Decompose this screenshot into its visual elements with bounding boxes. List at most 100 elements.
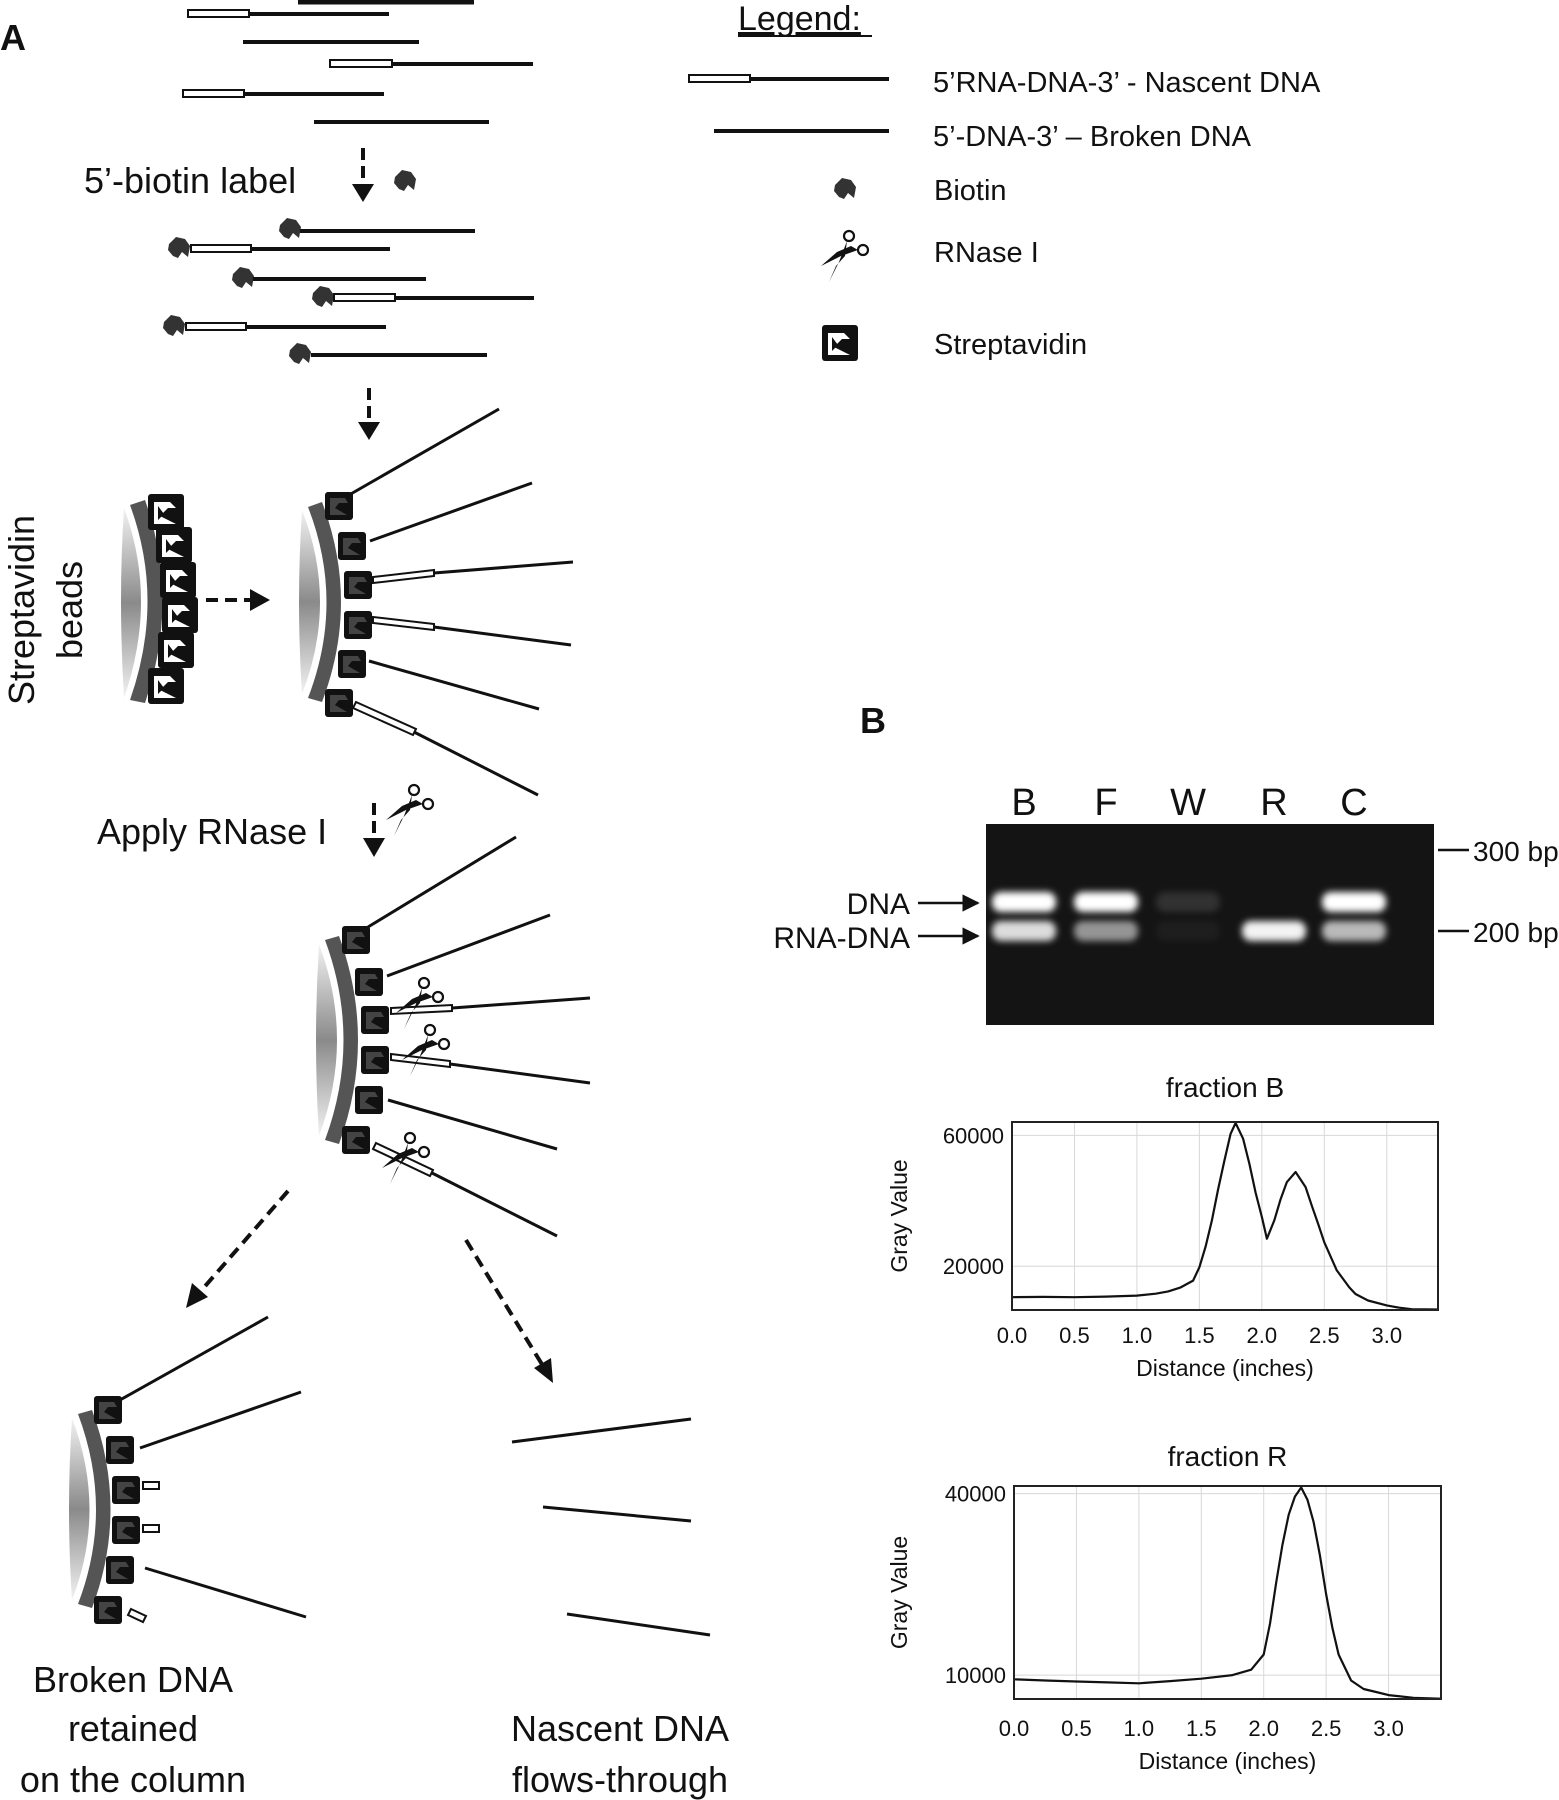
dna-strand xyxy=(433,625,572,647)
agarose-gel xyxy=(986,824,1434,1025)
panel-b-label: B xyxy=(860,700,886,741)
scissors-icon xyxy=(819,229,870,284)
x-tick-label: 1.0 xyxy=(1124,1716,1155,1741)
biotin-step-arrow xyxy=(352,148,374,202)
x-tick-label: 0.5 xyxy=(1059,1323,1090,1348)
gel-band-B-dna xyxy=(992,892,1056,912)
dna-strand xyxy=(511,1417,692,1444)
streptavidin-icon xyxy=(822,325,858,361)
beads-label-line2: beads xyxy=(49,561,90,659)
x-tick-label: 1.5 xyxy=(1186,1716,1217,1741)
rna-segment xyxy=(187,9,250,18)
rna-segment xyxy=(372,615,435,632)
biotin-icon xyxy=(289,343,311,364)
x-tick-label: 2.0 xyxy=(1248,1716,1279,1741)
biotin-icon xyxy=(279,218,301,239)
gel-lane-label: B xyxy=(1011,782,1036,824)
dna-strand xyxy=(139,1390,302,1450)
rnase-step-label: Apply RNase I xyxy=(97,811,327,852)
streptavidin-bead-digestion xyxy=(316,835,591,1238)
rna-stub xyxy=(126,1607,148,1624)
flow-through-caption-line2: flows-through xyxy=(512,1759,728,1800)
x-tick-label: 1.0 xyxy=(1122,1323,1153,1348)
rna-segment xyxy=(333,293,396,302)
y-tick-label: 40000 xyxy=(945,1482,1006,1507)
retained-caption-line1: Broken DNA xyxy=(33,1659,233,1700)
x-tick-label: 0.5 xyxy=(1061,1716,1092,1741)
gel-band-labels: DNA RNA-DNA xyxy=(773,888,980,955)
gel-band-F-rna_dna xyxy=(1074,921,1138,941)
legend: Legend: 5’RNA-DNA-3’ - Nascent DNA 5’-DN… xyxy=(688,0,1321,361)
y-axis-label: Gray Value xyxy=(886,1536,912,1649)
dna-band-label: DNA xyxy=(847,888,910,921)
gel-band-R-rna_dna xyxy=(1242,921,1306,941)
scissors-icon xyxy=(394,976,445,1031)
legend-label-biotin: Biotin xyxy=(934,175,1007,207)
profile-curve xyxy=(1011,1121,1439,1311)
legend-label-broken: 5’-DNA-3’ – Broken DNA xyxy=(933,121,1252,153)
streptavidin-bead-empty xyxy=(121,494,198,704)
dna-strand xyxy=(542,1505,692,1523)
biotin-icon xyxy=(232,267,254,288)
plot-frame xyxy=(1013,1485,1442,1700)
y-tick-label: 10000 xyxy=(945,1663,1006,1688)
legend-title: Legend: xyxy=(738,0,861,38)
gel-lane-label: C xyxy=(1340,782,1367,824)
rnase-step-arrow xyxy=(363,803,385,857)
plot-title: fraction R xyxy=(1168,1441,1288,1472)
gel-band-W-rna_dna xyxy=(1156,921,1220,941)
initial-strands xyxy=(182,0,533,124)
dna-strand xyxy=(451,996,591,1010)
flow-through-arrow xyxy=(464,1238,553,1383)
y-tick-label: 60000 xyxy=(943,1123,1004,1148)
x-axis-label: Distance (inches) xyxy=(1139,1748,1317,1774)
dna-strand xyxy=(119,1315,269,1402)
x-tick-label: 1.5 xyxy=(1184,1323,1215,1348)
legend-label-nascent: 5’RNA-DNA-3’ - Nascent DNA xyxy=(933,67,1321,99)
beads-label: Streptavidin beads xyxy=(1,515,90,705)
flow-through-caption: Nascent DNA flows-through xyxy=(511,1708,729,1800)
legend-label-rnase: RNase I xyxy=(934,237,1039,269)
retained-caption-line2: retained xyxy=(68,1708,198,1749)
rna-stub xyxy=(142,1481,160,1490)
y-tick-label: 20000 xyxy=(943,1254,1004,1279)
streptavidin-bead-retained xyxy=(69,1315,307,1624)
rna-dna-strand-icon xyxy=(688,74,889,83)
y-axis-label: Gray Value xyxy=(886,1159,912,1272)
gel-band-C-rna_dna xyxy=(1322,921,1386,941)
rna-segment xyxy=(351,700,418,737)
size-markers: 300 bp 200 bp xyxy=(1438,836,1559,948)
biotin-icon xyxy=(312,286,334,307)
beads-label-line1: Streptavidin xyxy=(1,515,42,705)
profile-curve xyxy=(1013,1486,1442,1700)
biotin-icon xyxy=(168,237,190,258)
bead-transition-arrow xyxy=(206,589,270,611)
scissors-icon xyxy=(384,783,435,838)
dna-strand xyxy=(386,913,551,978)
dna-strand xyxy=(387,1098,558,1151)
dna-strand xyxy=(369,481,533,543)
gel-band-C-dna xyxy=(1322,892,1386,912)
dna-strand xyxy=(144,1566,307,1619)
biotin-labeled-strands xyxy=(163,218,534,364)
dna-strand xyxy=(431,1171,558,1238)
gel-lane-label: F xyxy=(1094,782,1117,824)
gel-band-B-rna_dna xyxy=(992,921,1056,941)
dna-strand xyxy=(449,1062,591,1085)
gel-band-W-dna xyxy=(1156,892,1220,912)
gel-lane-label: R xyxy=(1260,782,1287,824)
x-tick-label: 0.0 xyxy=(997,1323,1028,1348)
rna-segment xyxy=(182,89,245,98)
biotin-step-label: 5’-biotin label xyxy=(84,160,296,201)
flow-through-caption-line1: Nascent DNA xyxy=(511,1708,729,1749)
rna-stub xyxy=(142,1524,160,1533)
biotin-icon xyxy=(834,178,856,199)
dna-strand xyxy=(566,1612,711,1637)
flow-through-strands xyxy=(511,1417,711,1637)
marker-300bp: 300 bp xyxy=(1473,836,1559,867)
dna-strand xyxy=(368,659,540,711)
retained-caption: Broken DNA retained on the column xyxy=(20,1659,246,1800)
